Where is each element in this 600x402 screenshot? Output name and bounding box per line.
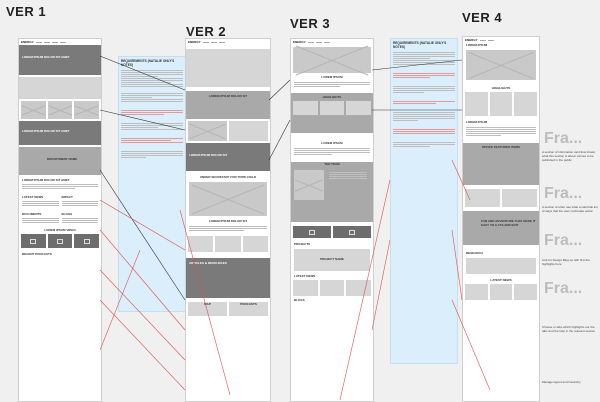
project-card[interactable]: PROJECT NAME (294, 249, 370, 271)
fragment-label: Fra... (544, 185, 583, 202)
dark-band: LOREM IPSUM DOLOR SIT (186, 143, 270, 171)
hero-image (293, 47, 371, 73)
fragment-label: Fra... (544, 130, 583, 147)
video-row (21, 234, 100, 248)
intro-block (186, 49, 270, 87)
tab-map[interactable]: MAP (204, 302, 211, 306)
team-band: THE TEAM (291, 162, 373, 222)
latest-news-label: LATEST NEWS (490, 278, 512, 282)
research-label: RESEARCH (466, 251, 483, 255)
feature-block: LOREM IPSUM DOLOR SIT (186, 91, 270, 119)
text-section-title: LOREM IPSUM DOLOR SIT AMET (22, 178, 70, 182)
impact-label: IMPACT (61, 195, 73, 199)
section-title: LOREM IPSUM (466, 120, 488, 124)
brand-logo: ENERGY (188, 40, 201, 44)
fragment-note: Choose or tabs which highlights our the … (542, 325, 596, 333)
department-title: DEPARTMENT NAME (47, 157, 78, 161)
notes-panel-ver3: REQUIREMENTS (NATALIE ONLY'S NOTES) (390, 38, 458, 364)
image-placeholder (189, 182, 267, 216)
connector (268, 119, 291, 161)
project-card-title: PROJECT NAME (320, 257, 344, 261)
wireframe-ver4[interactable]: ENERGY LOREM IPSUM HIGHLIGHTS LOREM IPSU… (462, 36, 540, 402)
brand-logo: ENERGY (465, 38, 478, 42)
news-impact-row: LATEST NEWS IMPACT (19, 192, 101, 209)
fragment-label: Fra... (544, 280, 583, 297)
brand-logo: ENERGY (293, 40, 306, 44)
wireframe-ver3[interactable]: ENERGY LOREM IPSUM HIGHLIGHTS LOREM IPSU… (290, 38, 374, 402)
tab-row: MAP PODCASTS (188, 302, 268, 316)
resources-band: ARTICLES & RESOURCES (186, 258, 270, 298)
resources-title: ARTICLES & RESOURCES (189, 261, 227, 265)
hero-title: LOREM IPSUM DOLOR SIT AMET (22, 55, 70, 59)
version-label-2: VER 2 (186, 24, 227, 39)
tile-row (188, 236, 268, 252)
connector (268, 79, 291, 101)
version-label-4: VER 4 (462, 10, 503, 25)
office-title: OFFICE FEATURED ITEMS (482, 145, 520, 149)
video-thumb[interactable] (47, 234, 73, 248)
notes-title: REQUIREMENTS (NATALIE ONLY'S NOTES) (393, 41, 447, 49)
latest-news-label: LATEST NEWS (294, 274, 316, 278)
video-thumb[interactable] (74, 234, 100, 248)
feature-title: LOREM IPSUM DOLOR SIT AMET (22, 129, 70, 133)
text-section: LOREM IPSUM DOLOR SIT AMET (19, 175, 101, 192)
podcasts-label: RECENT PODCASTS (22, 252, 52, 256)
dark-band-title: LOREM IPSUM DOLOR SIT (189, 153, 228, 157)
videos-label: LOREM IPSUM VIDEO (44, 228, 76, 232)
video-thumb[interactable] (21, 234, 46, 248)
fragment-note: Link for Design Blog up with first the h… (542, 258, 590, 266)
section-title: LOREM IPSUM (321, 141, 343, 145)
cta-text: FUN AND ADVENTURE THAT MAKE IT EASY TO A… (481, 219, 536, 227)
version-label-3: VER 3 (290, 16, 331, 31)
highlights-title: HIGHLIGHTS (322, 95, 342, 99)
highlights-band: HIGHLIGHTS (291, 93, 373, 133)
nav-bar: ENERGY (19, 39, 101, 45)
wireframe-ver1[interactable]: ENERGY LOREM IPSUM DOLOR SIT AMET LOREM … (18, 38, 102, 402)
cta-band: FUN AND ADVENTURE THAT MAKE IT EASY TO A… (463, 211, 539, 245)
notes-panel-ver1: REQUIREMENTS (NATALIE ONLY'S NOTES) (118, 56, 186, 312)
hero-image (466, 50, 536, 80)
connector (99, 299, 186, 391)
blogs-label: BLOGS (61, 212, 73, 216)
fragment-note: Manage layout and hierarchy (542, 380, 581, 384)
hero-title: LOREM IPSUM (321, 75, 343, 79)
hero-title: LOREM IPSUM (466, 43, 488, 47)
fragment-note: A section of information card that shows… (542, 150, 596, 162)
department-band: DEPARTMENT NAME (19, 147, 101, 175)
team-title: THE TEAM (324, 162, 340, 166)
docs-blogs-row: DOCUMENTS BLOGS (19, 209, 101, 226)
feature-block-title: LOREM IPSUM DOLOR SIT (208, 94, 248, 98)
highlights-title: HIGHLIGHTS (491, 86, 511, 90)
fragment-note: A section of other use what a solid titl… (542, 205, 598, 213)
hero-section: LOREM IPSUM DOLOR SIT AMET (19, 45, 101, 75)
connector (371, 239, 391, 331)
notes-title: REQUIREMENTS (NATALIE ONLY'S NOTES) (121, 59, 175, 67)
documents-label: DOCUMENTS (22, 212, 42, 216)
office-band: OFFICE FEATURED ITEMS (463, 143, 539, 185)
fragment-label: Fra... (544, 232, 583, 249)
intro-block (19, 77, 101, 99)
feature-band: LOREM IPSUM DOLOR SIT AMET (19, 121, 101, 145)
wireframe-ver2[interactable]: ENERGY LOREM IPSUM DOLOR SIT LOREM IPSUM… (185, 38, 271, 402)
projects-label: PROJECTS (294, 242, 311, 246)
tab-podcasts[interactable]: PODCASTS (240, 302, 257, 306)
latest-news-label: LATEST NEWS (22, 195, 44, 199)
card-row (21, 101, 100, 119)
subtitle: UNDER SECRETARY FOR TOPIC FIELD (199, 175, 257, 179)
version-label-1: VER 1 (6, 4, 47, 19)
detail-row (188, 121, 268, 141)
blogs-label: BLOGS (294, 298, 305, 302)
